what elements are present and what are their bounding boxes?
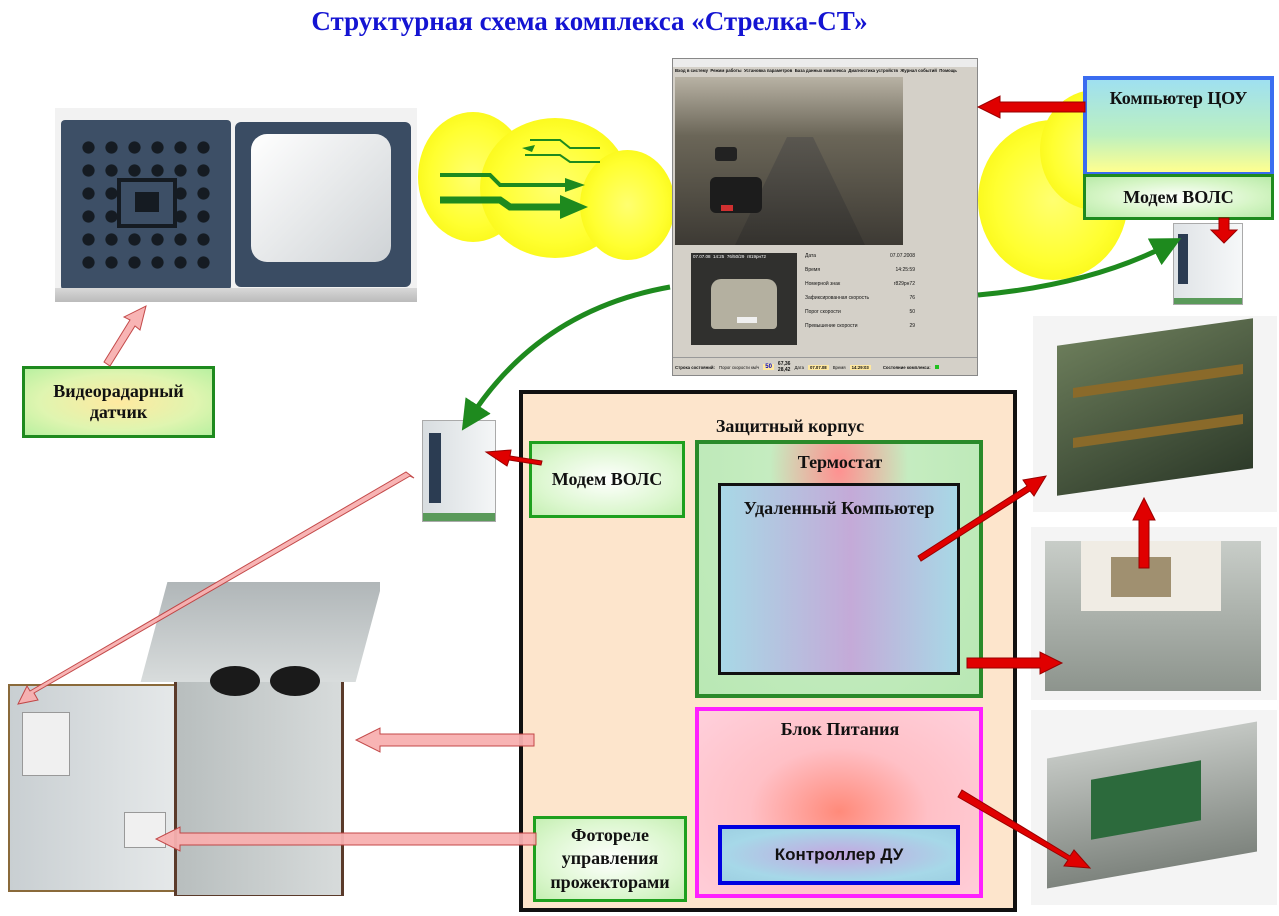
info-row: Номерной знак г829рн72: [805, 281, 915, 295]
speed-threshold-value: 50: [763, 364, 774, 370]
info-value: 76: [909, 295, 915, 301]
menu-log[interactable]: Журнал событий: [900, 68, 937, 73]
info-row: Превышение скорости 29: [805, 323, 915, 337]
fiber-link-left: [461, 284, 671, 431]
menu-db[interactable]: База данных комплекса: [794, 68, 846, 73]
remote-computer-label: Удаленный Компьютер: [743, 497, 935, 518]
info-row: Время 14:25:59: [805, 267, 915, 281]
thermostat-label: Термостат: [797, 451, 883, 472]
info-key: Дата: [805, 253, 817, 259]
speed-threshold-label: Порог скорости км/ч: [718, 364, 760, 370]
photorelay-label: Фотореле управления прожекторами: [533, 816, 687, 902]
date-value: 07.07.08: [807, 364, 829, 370]
page-title: Структурная схема комплекса «Стрелка-СТ»: [311, 6, 868, 36]
snapshot-speed: 76/50/29: [726, 254, 745, 259]
thermostat-case-image: [1031, 527, 1277, 700]
status-label: Строка состояний:: [675, 364, 715, 370]
camera-view: [675, 77, 903, 245]
status-ok-icon: [934, 365, 939, 369]
info-value: 14:25:59: [895, 267, 915, 273]
info-row: Зафиксированная скорость 76: [805, 295, 915, 309]
pink-arrows: [17, 305, 537, 852]
time-label: Время: [832, 364, 846, 370]
menu-diag[interactable]: Диагностика устройств: [848, 68, 899, 73]
red-arrows: [484, 95, 1239, 869]
menu-params[interactable]: Установка параметров: [743, 68, 793, 73]
info-key: Порог скорости: [805, 309, 841, 315]
lat-value: 67,36: [777, 361, 791, 367]
info-value: г829рн72: [893, 281, 915, 287]
info-row: Порог скорости 50: [805, 309, 915, 323]
power-supply-image: [1031, 710, 1277, 905]
modem-inner-label: Модем ВОЛС: [529, 441, 685, 518]
info-row: Дата 07.07.2008: [805, 253, 915, 267]
software-menu: Вход в систему Режим работы Установка па…: [675, 68, 977, 76]
protective-case-label: Защитный корпус: [715, 415, 865, 436]
cloud-left-3: [580, 150, 675, 260]
info-table: Дата 07.07.2008 Время 14:25:59 Номерной зн…: [805, 253, 915, 337]
status-bar: Строка состояний: Порог скорости км/ч 50…: [673, 357, 977, 375]
wireless-signal-icon: [440, 139, 600, 219]
computer-cou-box: Компьютер ЦОУ: [1083, 76, 1274, 176]
modem-top-label: Модем ВОЛС: [1083, 174, 1274, 220]
menu-mode[interactable]: Режим работы: [710, 68, 742, 73]
info-key: Номерной знак: [805, 281, 841, 287]
controller-label: Контроллер ДУ: [718, 825, 960, 885]
complex-state-label: Состояние комплекса:: [882, 364, 931, 370]
snapshot-plate: г819рн72: [746, 254, 767, 259]
time-value: 14:29:03: [849, 364, 871, 370]
lon-value: 28,42: [777, 367, 791, 373]
remote-computer-box: [718, 483, 960, 675]
fiber-link-right: [977, 238, 1182, 298]
modem-device-top-image: [1173, 223, 1243, 305]
info-value: 07.07.2008: [889, 253, 915, 259]
info-value: 50: [909, 309, 915, 315]
computer-cou-label: Компьютер ЦОУ: [1109, 88, 1248, 108]
modem-device-left-image: [422, 420, 496, 522]
snapshot-panel: 07.07.08 14:25 76/50/29 г819рн72: [691, 253, 797, 345]
snapshot-date: 07.07.08: [693, 254, 711, 259]
date-label: Дата: [794, 364, 804, 370]
menu-help[interactable]: Помощь: [939, 68, 957, 73]
video-radar-sensor-image: [55, 108, 417, 302]
computer-board-image: [1033, 316, 1277, 512]
video-radar-label: Видеорадарный датчик: [22, 366, 215, 438]
snapshot-time: 14:25: [713, 254, 725, 259]
info-key: Время: [805, 267, 821, 273]
menu-login[interactable]: Вход в систему: [675, 68, 709, 73]
info-value: 29: [909, 323, 915, 329]
info-key: Зафиксированная скорость: [805, 295, 870, 301]
info-key: Превышение скорости: [805, 323, 858, 329]
power-unit-label: Блок Питания: [780, 718, 900, 739]
software-screenshot: Вход в систему Режим работы Установка па…: [672, 58, 978, 376]
